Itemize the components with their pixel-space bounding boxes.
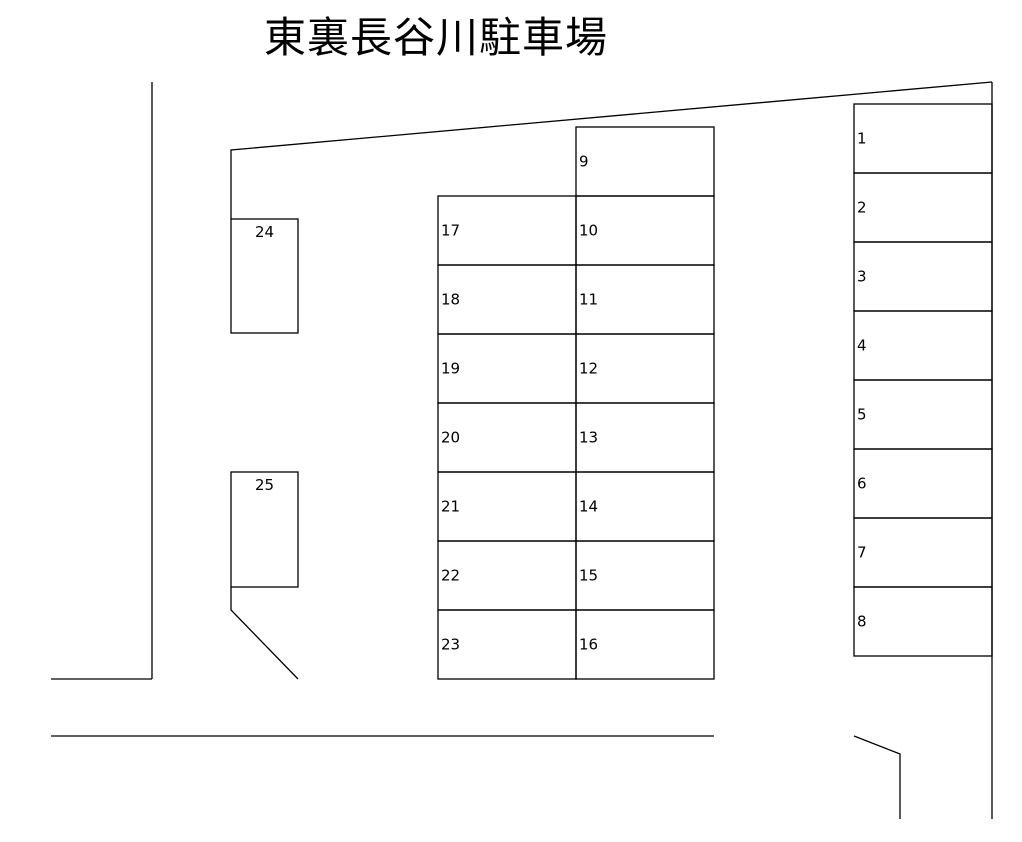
stall-number: 23 [441, 636, 460, 654]
stall-number: 20 [441, 429, 460, 447]
parking-stall-12: 12 [575, 333, 715, 404]
parking-stall-8: 8 [853, 586, 993, 657]
stall-outline [853, 172, 993, 243]
stall-number: 6 [857, 475, 867, 493]
parking-stall-20: 20 [437, 402, 577, 473]
stall-outline [575, 126, 715, 197]
stall-number: 1 [857, 130, 867, 148]
stall-number: 14 [579, 498, 598, 516]
boundary-lines [51, 81, 993, 819]
parking-stall-11: 11 [575, 264, 715, 335]
parking-stall-14: 14 [575, 471, 715, 542]
left-lower-corner [230, 587, 299, 680]
stall-number: 19 [441, 360, 460, 378]
stall-number: 10 [579, 222, 598, 240]
parking-stall-1: 1 [853, 103, 993, 174]
stall-number: 18 [441, 291, 460, 309]
parking-stall-5: 5 [853, 379, 993, 450]
stall-number: 8 [857, 613, 867, 631]
parking-stall-18: 18 [437, 264, 577, 335]
stall-number: 5 [857, 406, 867, 424]
parking-stall-3: 3 [853, 241, 993, 312]
parking-stall-25: 25 [230, 471, 299, 588]
parking-stall-15: 15 [575, 540, 715, 611]
stall-number: 9 [579, 153, 589, 171]
stall-outline [853, 241, 993, 312]
stall-number: 15 [579, 567, 598, 585]
stall-outline [853, 379, 993, 450]
parking-stall-2: 2 [853, 172, 993, 243]
parking-stall-23: 23 [437, 609, 577, 680]
parking-stall-16: 16 [575, 609, 715, 680]
stall-number: 2 [857, 199, 867, 217]
parking-stall-4: 4 [853, 310, 993, 381]
stall-number: 17 [441, 222, 460, 240]
parking-stalls: 1234567891011121314151617181920212223242… [230, 103, 993, 680]
stall-outline [853, 448, 993, 519]
parking-stall-10: 10 [575, 195, 715, 266]
parking-stall-6: 6 [853, 448, 993, 519]
stall-number: 11 [579, 291, 598, 309]
parking-stall-19: 19 [437, 333, 577, 404]
stall-number: 16 [579, 636, 598, 654]
parking-stall-7: 7 [853, 517, 993, 588]
stall-number: 4 [857, 337, 867, 355]
stall-number: 21 [441, 498, 460, 516]
stall-number: 3 [857, 268, 867, 286]
parking-stall-22: 22 [437, 540, 577, 611]
stall-number: 7 [857, 544, 867, 562]
parking-stall-17: 17 [437, 195, 577, 266]
top-slanted-boundary [230, 81, 993, 219]
stall-outline [230, 218, 299, 334]
stall-outline [853, 586, 993, 657]
parking-stall-24: 24 [230, 218, 299, 334]
parking-stall-9: 9 [575, 126, 715, 197]
stall-outline [853, 517, 993, 588]
stall-outline [853, 310, 993, 381]
parking-stall-21: 21 [437, 471, 577, 542]
stall-number: 13 [579, 429, 598, 447]
parking-stall-13: 13 [575, 402, 715, 473]
bottom-right-corner [853, 735, 901, 819]
stall-outline [853, 103, 993, 174]
stall-outline [437, 609, 577, 680]
stall-number: 24 [255, 223, 274, 241]
stall-number: 12 [579, 360, 598, 378]
page-title: 東裏長谷川駐車場 [263, 13, 608, 62]
stall-number: 22 [441, 567, 460, 585]
stall-outline [230, 471, 299, 588]
stall-number: 25 [255, 476, 274, 494]
